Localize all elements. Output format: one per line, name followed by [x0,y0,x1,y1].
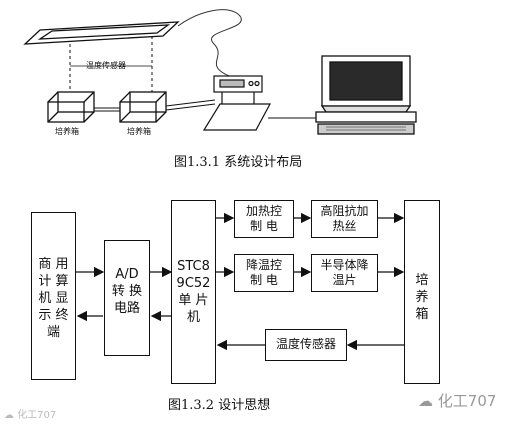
watermark-right: ☁ 化工707 [418,390,496,411]
temperature-controller [202,75,272,131]
layout-drawing [23,9,417,135]
ad-converter-label: A/D 转 换 电路 [111,267,143,316]
peltier-label: 半导体降 温片 [320,258,369,287]
incubator-box [404,200,440,384]
watermark-left: ☁ 化工707 [4,406,56,421]
temp-sensor-box [265,329,347,361]
heater-box [311,200,378,238]
incubator-label-1: 培养箱 [55,127,79,136]
computer [315,55,417,135]
sensor-leads [69,36,153,92]
peltier-box [311,254,378,292]
ad-converter-box [104,240,150,356]
mcu-label: STC8 9C52 单 片 机 [176,259,211,325]
temp-sensor-label: 温度传感器 [275,337,336,351]
heat-control-box [234,200,294,238]
cool-control-label: 降温控 制 电 [245,258,282,287]
heater-label: 高阻抗加 热丝 [320,204,369,233]
commercial-display-label: 商 用 计 算 机 显 示 终 端 [38,257,69,340]
heat-control-label: 加热控 制 电 [245,204,282,233]
incubator-label-2: 培养箱 [127,127,151,136]
wechat-icon: ☁ [4,410,14,421]
incubator-label: 培 养 箱 [415,273,429,322]
mcu-box [171,200,216,384]
watermark-right-text: 化工707 [437,392,497,410]
connection-wires [94,99,320,119]
sensor-label: 温度传感器 [86,61,126,70]
incubator-box-2 [119,91,167,123]
watermark-left-text: 化工707 [17,410,57,421]
commercial-display-box [31,212,76,380]
heating-wire-loop [23,21,180,45]
figure-caption-bottom: 图1.3.2 设计思想 [168,398,271,413]
wechat-icon: ☁ [418,392,433,410]
incubator-box-1 [47,91,95,123]
cool-control-box [234,254,294,292]
figure-caption-top: 图1.3.1 系统设计布局 [174,155,303,170]
